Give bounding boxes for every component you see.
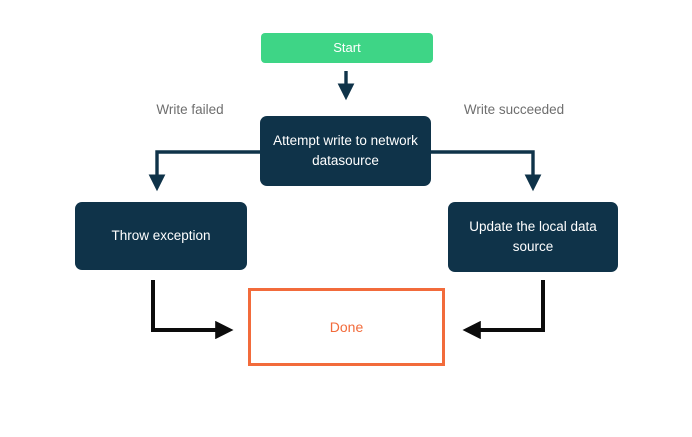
node-update-local-data-label: Update the local data source: [469, 219, 597, 254]
node-start: Start: [261, 33, 433, 63]
node-throw-exception: Throw exception: [75, 202, 247, 270]
node-attempt-write-label: Attempt write to network datasource: [273, 133, 418, 168]
node-throw-exception-label: Throw exception: [111, 228, 211, 243]
node-done: Done: [248, 288, 445, 366]
edge-label-write-failed: Write failed: [156, 102, 224, 117]
node-start-label: Start: [333, 40, 361, 55]
node-update-local-data: Update the local data source: [448, 202, 618, 272]
arrow-update-to-done: [462, 280, 545, 340]
arrow-throw-to-done: [151, 280, 234, 340]
edge-label-write-succeeded: Write succeeded: [463, 102, 565, 117]
node-done-label: Done: [329, 319, 364, 335]
arrow-attempt-to-throw: [148, 150, 260, 192]
arrow-attempt-to-update: [431, 150, 542, 192]
node-attempt-write: Attempt write to network datasource: [260, 116, 431, 186]
